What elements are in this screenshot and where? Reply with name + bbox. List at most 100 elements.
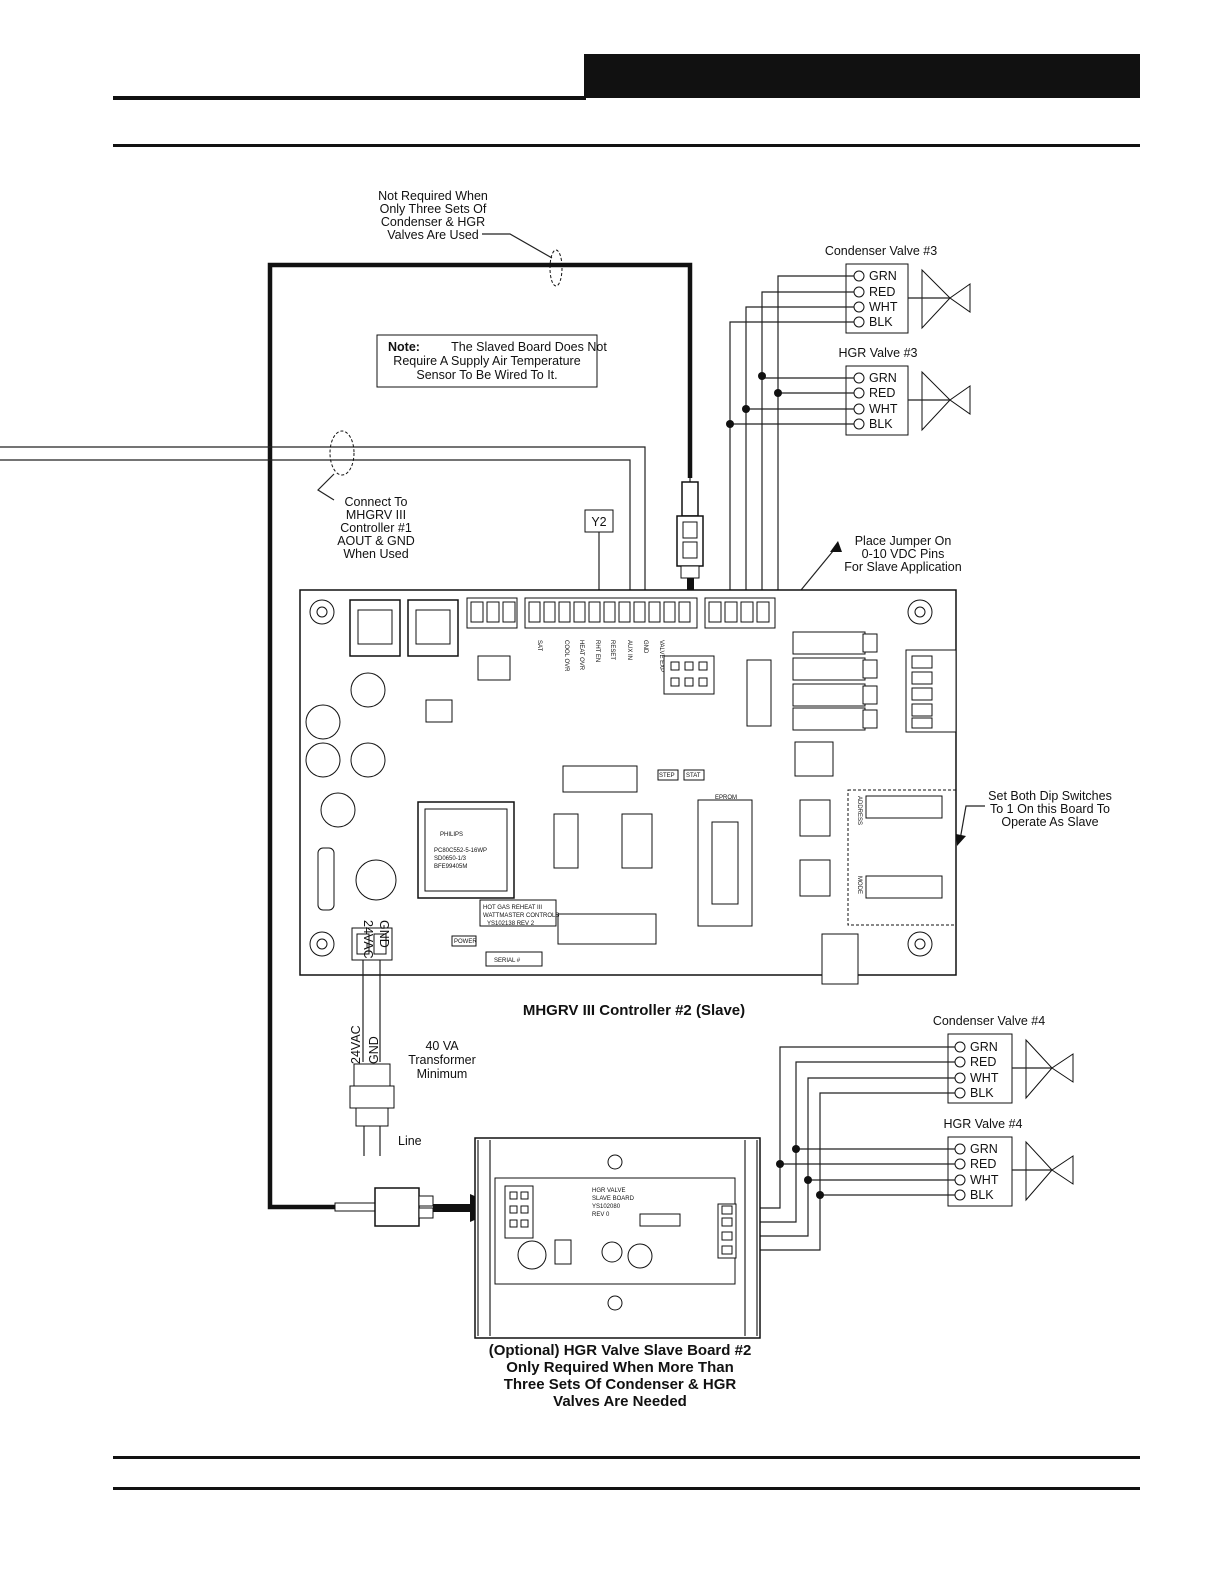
slave-board-text-3: YS102080 — [592, 1204, 621, 1210]
terminal-gnd: GND — [642, 640, 648, 654]
slave-board-text-2: SLAVE BOARD — [592, 1196, 635, 1202]
board-24vac-label: 24VAC — [361, 920, 375, 959]
condenser-valve-3-title: Condenser Valve #3 — [825, 244, 937, 258]
dip-switches: ADDRESS MODE — [847, 789, 957, 926]
dip-line-2: To 1 On this Board To — [990, 802, 1110, 816]
transformer-line-2: Transformer — [408, 1053, 476, 1067]
not-required-line-4: Valves Are Used — [387, 228, 479, 242]
terminal-reset: RESET — [609, 640, 615, 660]
lower-valve-wires — [745, 1046, 955, 1251]
dip-annotation: Set Both Dip Switches To 1 On this Board… — [988, 789, 1112, 829]
dip-mode-label: MODE — [856, 876, 862, 894]
condenser-valve-3-pin-wht: WHT — [869, 300, 898, 314]
condenser-valve-4-pin-wht: WHT — [970, 1071, 999, 1085]
transformer-line-3: Minimum — [417, 1067, 468, 1081]
hgr-valve-4-pin-wht: WHT — [970, 1173, 999, 1187]
y2-label-box: Y2 — [584, 509, 614, 600]
power-24vac-label: 24VAC — [349, 1025, 363, 1064]
connect-to-annotation: Connect To MHGRV III Controller #1 AOUT … — [337, 495, 415, 561]
dip-address-label: ADDRESS — [856, 796, 862, 825]
valve-symbol-icon — [1012, 1038, 1074, 1100]
hgr-valve-3-pin-wht: WHT — [869, 402, 898, 416]
line-label: Line — [398, 1134, 422, 1148]
condenser-valve-4-pin-red: RED — [970, 1055, 996, 1069]
slave-caption: (Optional) HGR Valve Slave Board #2 Only… — [489, 1342, 752, 1410]
condenser-valve-4-pin-grn: GRN — [970, 1040, 998, 1054]
valve-symbol-icon — [908, 370, 971, 432]
terminal-rht-en: RHT EN — [594, 640, 600, 662]
note-line-2: Require A Supply Air Temperature — [393, 354, 580, 368]
page-footer — [113, 1456, 1140, 1490]
transformer-label: 40 VA Transformer Minimum — [408, 1039, 476, 1081]
slave-caption-line-4: Valves Are Needed — [553, 1393, 687, 1410]
condenser-valve-3: Condenser Valve #3 GRN RED WHT BLK — [825, 244, 971, 334]
slave-board-text-4: REV 0 — [592, 1212, 610, 1218]
power-label: POWER — [454, 939, 477, 945]
note-box: Note: The Slaved Board Does Not Require … — [376, 334, 607, 388]
hgr-slave-board: HGR VALVE SLAVE BOARD YS102080 REV 0 — [474, 1137, 761, 1339]
page-header — [113, 54, 1140, 147]
hgr-valve-4-pin-blk: BLK — [970, 1188, 994, 1202]
step-label: STEP — [659, 773, 675, 779]
serial-label: SERIAL # — [494, 958, 521, 964]
connect-line-4: AOUT & GND — [337, 534, 415, 548]
terminal-sat: SAT — [536, 640, 542, 652]
condenser-valve-4: Condenser Valve #4 GRN RED WHT BLK — [933, 1014, 1074, 1104]
philips-logo-text: PHILIPS — [440, 832, 463, 838]
dip-line-3: Operate As Slave — [1001, 815, 1098, 829]
hgr-valve-4: HGR Valve #4 GRN RED WHT BLK — [944, 1117, 1074, 1207]
dip-line-1: Set Both Dip Switches — [988, 789, 1112, 803]
not-required-annotation: Not Required When Only Three Sets Of Con… — [378, 189, 488, 242]
hgr-valve-3-title: HGR Valve #3 — [839, 346, 918, 360]
jumper-line-2: 0-10 VDC Pins — [862, 547, 945, 561]
connect-line-3: Controller #1 — [340, 521, 412, 535]
hgr-valve-3: HGR Valve #3 GRN RED WHT BLK — [839, 346, 971, 436]
board-name-2: WATTMASTER CONTROLS — [483, 913, 559, 919]
hgr-valve-4-pin-red: RED — [970, 1157, 996, 1171]
connect-line-2: MHGRV III — [346, 508, 406, 522]
connect-line-5: When Used — [343, 547, 408, 561]
hgr-valve-3-pin-grn: GRN — [869, 371, 897, 385]
controller-board: SAT COOL OVR HEAT OVR RHT EN RESET AUX I… — [299, 589, 957, 985]
optional-connection-marker — [549, 249, 563, 287]
condenser-valve-4-pin-blk: BLK — [970, 1086, 994, 1100]
jumper-annotation: Place Jumper On 0-10 VDC Pins For Slave … — [844, 534, 961, 574]
upper-valve-wires — [726, 275, 854, 600]
slave-caption-line-2: Only Required When More Than — [506, 1359, 734, 1376]
terminal-aux-in: AUX IN — [626, 640, 632, 660]
terminal-heat-ovr: HEAT OVR — [578, 640, 584, 671]
hgr-valve-3-pin-blk: BLK — [869, 417, 893, 431]
controller-title: MHGRV III Controller #2 (Slave) — [523, 1002, 745, 1019]
note-bold: Note: — [388, 340, 420, 354]
not-required-line-2: Only Three Sets Of — [380, 202, 487, 216]
valve-symbol-icon — [1012, 1140, 1074, 1202]
jumper-line-1: Place Jumper On — [855, 534, 952, 548]
transformer-line-1: 40 VA — [425, 1039, 459, 1053]
not-required-line-3: Condenser & HGR — [381, 215, 485, 229]
jumper-line-3: For Slave Application — [844, 560, 961, 574]
slave-plug — [334, 1187, 502, 1227]
not-required-line-1: Not Required When — [378, 189, 488, 203]
condenser-valve-3-pin-red: RED — [869, 285, 895, 299]
power-wiring: 24VAC GND 24VAC GND — [349, 920, 395, 1156]
power-gnd-label: GND — [367, 1036, 381, 1064]
terminal-valve-exp: VALVE EXP — [658, 640, 664, 672]
philips-chip-line-2: SD0650-1/3 — [434, 856, 467, 862]
slave-caption-line-3: Three Sets Of Condenser & HGR — [504, 1376, 737, 1393]
eprom-label: EPROM — [715, 795, 737, 801]
connect-line-1: Connect To — [344, 495, 407, 509]
connect-marker — [329, 430, 355, 476]
slave-caption-line-1: (Optional) HGR Valve Slave Board #2 — [489, 1342, 752, 1359]
stat-label: STAT — [686, 773, 701, 779]
note-line-3: Sensor To Be Wired To It. — [416, 368, 557, 382]
y2-label: Y2 — [591, 515, 606, 529]
condenser-valve-3-pin-grn: GRN — [869, 269, 897, 283]
hgr-valve-4-title: HGR Valve #4 — [944, 1117, 1023, 1131]
note-line-1: The Slaved Board Does Not — [451, 340, 607, 354]
board-gnd-label: GND — [377, 920, 391, 948]
board-name-1: HOT GAS REHEAT III — [483, 905, 542, 911]
svg-text:Note:: Note: — [388, 340, 420, 354]
philips-chip-line-1: PC80C552-5-16WP — [434, 848, 487, 854]
slave-board-text-1: HGR VALVE — [592, 1188, 625, 1194]
